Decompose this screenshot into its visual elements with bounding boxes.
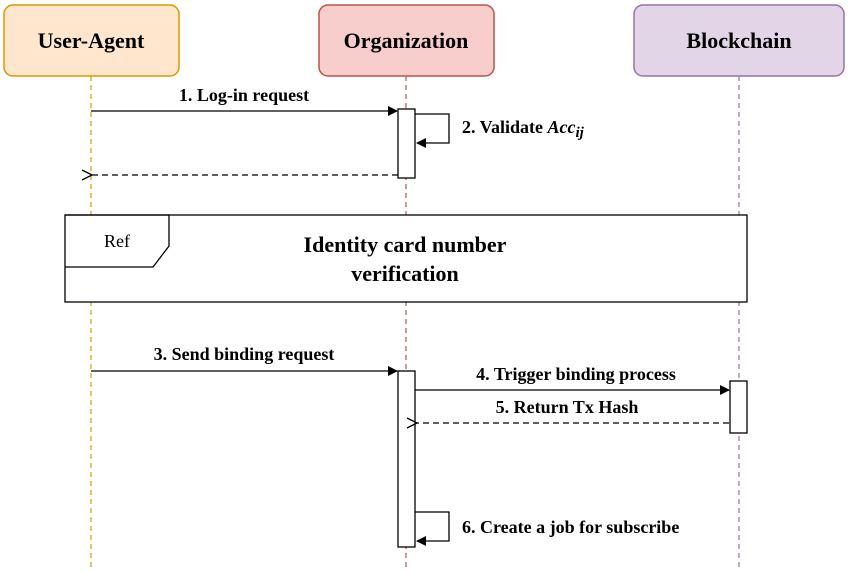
message-label-variable: Acc — [547, 117, 576, 137]
message-label: 4. Trigger binding process — [476, 364, 676, 384]
message-label: 1. Log-in request — [179, 85, 309, 105]
message-return-tx-hash: 5. Return Tx Hash — [417, 397, 729, 423]
message-send-binding-request: 3. Send binding request — [91, 344, 398, 376]
actor-label: User-Agent — [38, 28, 145, 53]
message-trigger-binding-process: 4. Trigger binding process — [415, 364, 730, 395]
ref-tag: Ref — [104, 231, 130, 251]
message-label: 3. Send binding request — [154, 344, 335, 364]
actor-organization: Organization — [318, 4, 495, 77]
message-login-request: 1. Log-in request — [91, 85, 398, 116]
message-label: 6. Create a job for subscribe — [462, 517, 679, 537]
actor-label: Blockchain — [686, 28, 791, 53]
message-validate-account: 2. Validate Accij — [415, 113, 585, 148]
ref-title-line1: Identity card number — [304, 232, 507, 257]
message-label-subscript: ij — [576, 125, 585, 141]
message-label-prefix: 2. Validate — [462, 117, 548, 137]
activation-organization-2 — [397, 370, 416, 548]
activation-blockchain — [729, 380, 748, 434]
message-create-subscribe-job: 6. Create a job for subscribe — [415, 511, 679, 546]
actor-user-agent: User-Agent — [3, 4, 180, 77]
ref-title-line2: verification — [351, 261, 459, 286]
activation-organization-1 — [397, 108, 416, 179]
message-label: 5. Return Tx Hash — [496, 397, 639, 417]
message-label: 2. Validate Accij — [462, 117, 585, 141]
ref-frame: Ref Identity card number verification — [64, 214, 748, 303]
actor-blockchain: Blockchain — [633, 4, 845, 77]
actor-label: Organization — [344, 28, 469, 53]
